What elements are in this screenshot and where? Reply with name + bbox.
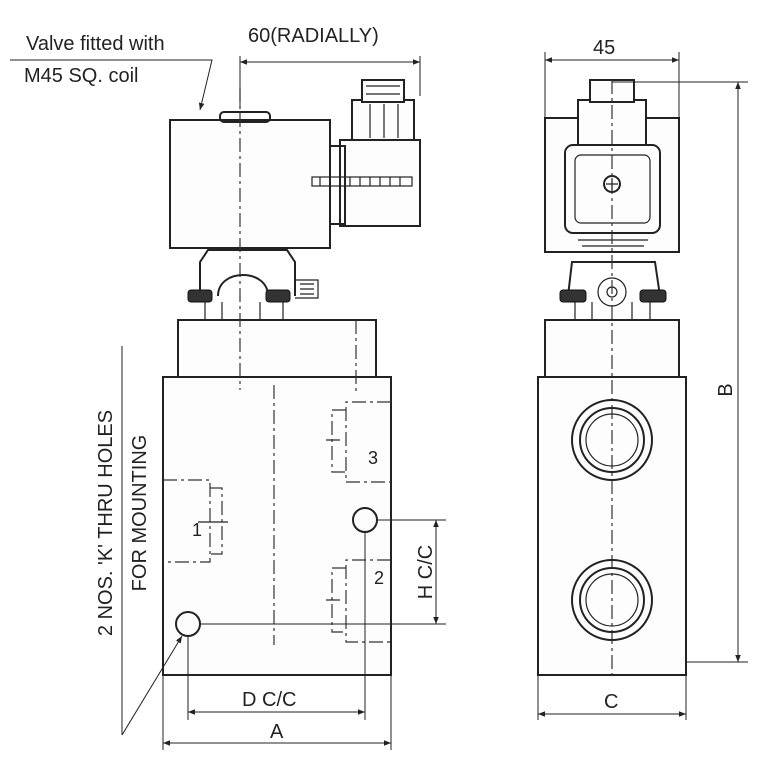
side-port-lower	[571, 559, 653, 641]
port-label-3: 3	[368, 448, 378, 468]
front-plug-connector	[311, 79, 421, 227]
side-view	[537, 79, 687, 676]
port-label-2: 2	[374, 568, 384, 588]
front-valve-body	[162, 376, 392, 676]
coil-note-line2: M45 SQ. coil	[24, 65, 138, 87]
dimension-B: B	[612, 81, 748, 663]
front-port-1	[163, 479, 228, 563]
coil-note-line1: Valve fitted with	[26, 33, 165, 55]
mount-note-line2: FOR MOUNTING	[129, 435, 151, 592]
dim-B-label: B	[715, 383, 737, 396]
front-view: 3 2 1	[162, 79, 421, 676]
dim-A-label: A	[270, 721, 284, 743]
dim-radial-label: 60(RADIALLY)	[248, 25, 379, 47]
dimension-D: D C/C	[187, 532, 366, 720]
dimension-A: A	[162, 675, 392, 750]
dim-45-label: 45	[593, 37, 615, 59]
coil-note: Valve fitted with M45 SQ. coil	[10, 33, 213, 111]
mount-note-line1: 2 NOS. 'K' THRU HOLES	[95, 410, 117, 636]
side-armature-neck	[559, 261, 667, 320]
front-adaptor-block	[177, 319, 377, 378]
front-coil	[169, 119, 331, 249]
dimension-60-radially: 60(RADIALLY)	[239, 25, 421, 108]
front-armature-neck	[187, 249, 319, 320]
dimension-H: H C/C	[200, 519, 446, 625]
dim-C-label: C	[604, 691, 618, 713]
dimension-C: C	[537, 675, 687, 720]
side-port-upper	[571, 399, 653, 481]
front-port-2	[326, 559, 391, 643]
port-label-1: 1	[192, 520, 202, 540]
mounting-note: 2 NOS. 'K' THRU HOLES FOR MOUNTING	[95, 346, 183, 736]
dimension-45: 45	[544, 37, 680, 118]
dim-D-label: D C/C	[242, 689, 296, 711]
front-port-3	[326, 401, 391, 483]
dim-H-label: H C/C	[415, 545, 437, 599]
